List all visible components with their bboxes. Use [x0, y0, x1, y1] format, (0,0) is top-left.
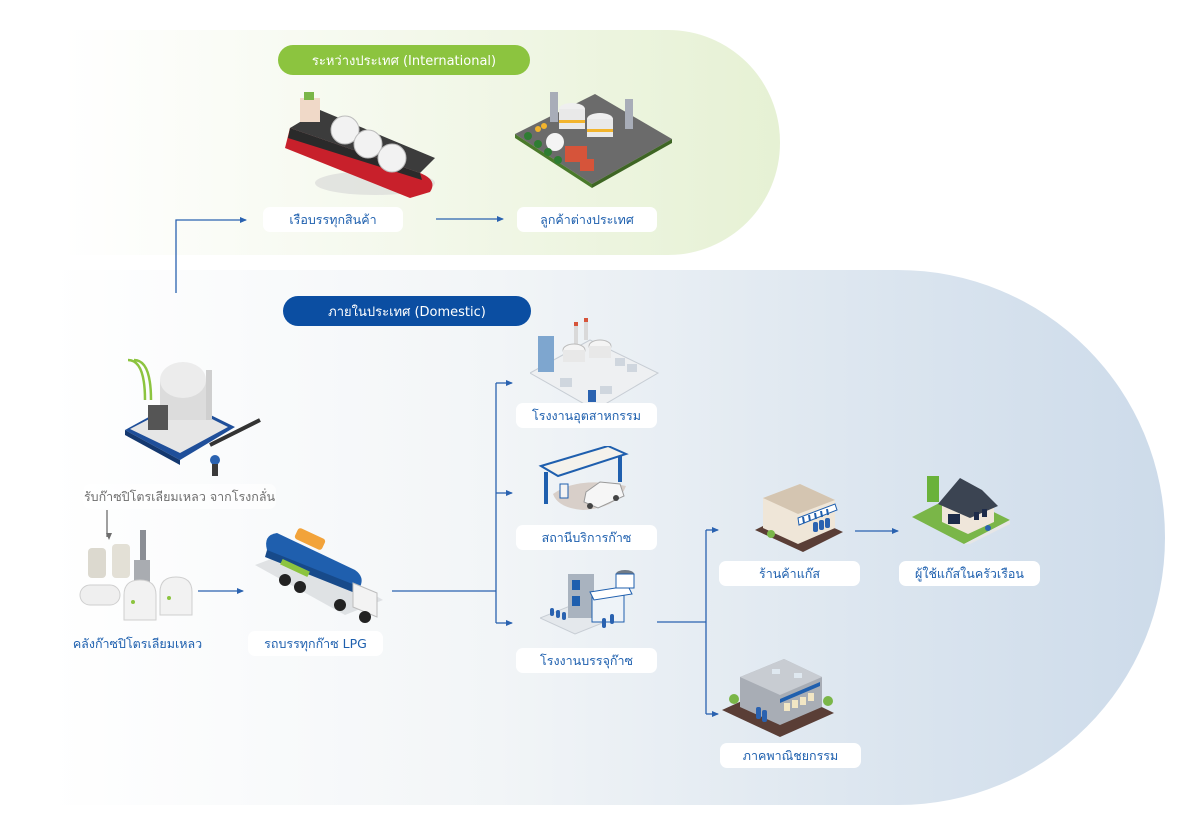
gas-shop-icon [755, 484, 843, 552]
node-label-refinery-intake: รับก๊าซปิโตรเลียมเหลว จากโรงกลั่น [83, 484, 276, 509]
domestic-section-title: ภายในประเทศ (Domestic) [283, 296, 531, 326]
node-label-foreign-customer: ลูกค้าต่างประเทศ [517, 207, 657, 232]
node-label-lpg-truck: รถบรรทุกก๊าซ LPG [248, 631, 383, 656]
gas-refinery-icon [125, 358, 261, 476]
lpg-storage-tanks-icon [79, 530, 193, 621]
industrial-factory-icon [530, 318, 660, 411]
commercial-building-icon [722, 659, 834, 737]
node-label-lpg-terminal: คลังก๊าซปิโตรเลียมเหลว [72, 635, 203, 651]
gas-station-icon [538, 446, 629, 510]
node-label-household: ผู้ใช้แก๊สในครัวเรือน [899, 561, 1040, 586]
node-label-cargo-ship: เรือบรรทุกสินค้า [263, 207, 403, 232]
bottling-plant-icon [540, 570, 635, 635]
node-label-bottling-plant: โรงงานบรรจุก๊าซ [516, 648, 657, 673]
node-label-industrial-plant: โรงงานอุตสาหกรรม [516, 403, 657, 428]
node-label-gas-station: สถานีบริการก๊าซ [516, 525, 657, 550]
house-icon [912, 476, 1010, 544]
node-label-commercial: ภาคพาณิชยกรรม [720, 743, 861, 768]
refinery-plant-icon [515, 92, 672, 188]
international-section-title: ระหว่างประเทศ (International) [278, 45, 530, 75]
node-label-gas-shop: ร้านค้าแก๊ส [719, 561, 860, 586]
lpg-tanker-truck-icon [255, 528, 383, 623]
lpg-carrier-ship-icon [285, 92, 435, 198]
